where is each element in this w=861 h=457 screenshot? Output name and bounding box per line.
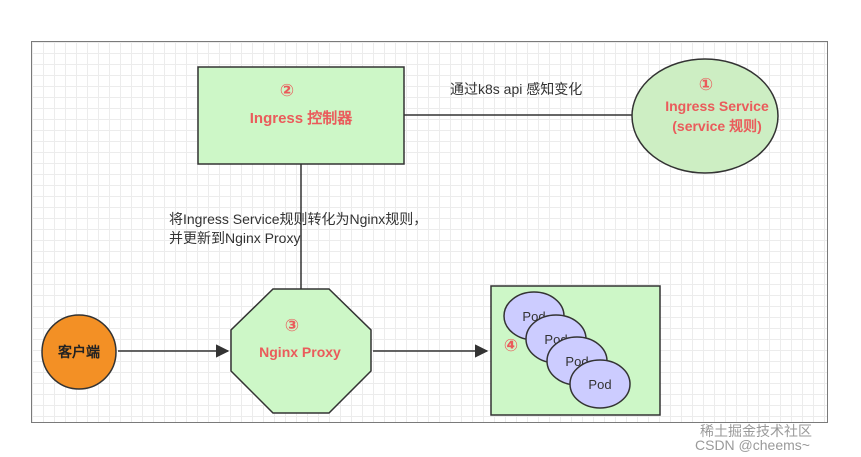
pod-label: Pod	[588, 377, 611, 392]
edge-label-controller-service: 通过k8s api 感知变化	[450, 81, 583, 97]
ingress-controller-node: ② Ingress 控制器	[197, 66, 405, 165]
client-node: 客户端	[41, 314, 117, 390]
proxy-marker: ③	[285, 316, 299, 335]
service-marker: ①	[699, 75, 713, 94]
controller-marker: ②	[280, 81, 294, 100]
watermark-line2: CSDN @cheems~	[695, 437, 810, 453]
controller-label: Ingress 控制器	[250, 109, 354, 127]
edge-label-controller-proxy-line1: 将Ingress Service规则转化为Nginx规则，	[169, 211, 428, 227]
proxy-label: Nginx Proxy	[259, 344, 341, 360]
ingress-service-node: ① Ingress Service (service 规则)	[631, 58, 779, 174]
pods-marker: ④	[504, 336, 518, 355]
service-label-line1: Ingress Service	[665, 98, 769, 114]
pod-4: Pod	[569, 359, 631, 409]
pods-node: Pod Pod Pod Pod ④	[490, 285, 661, 416]
service-label-line2: (service 规则)	[672, 118, 761, 134]
edge-label-controller-proxy-line2: 并更新到Nginx Proxy	[169, 230, 301, 246]
watermark-line1: 稀土掘金技术社区	[700, 423, 812, 439]
nginx-proxy-node: ③ Nginx Proxy	[230, 288, 372, 414]
client-label: 客户端	[57, 344, 100, 360]
